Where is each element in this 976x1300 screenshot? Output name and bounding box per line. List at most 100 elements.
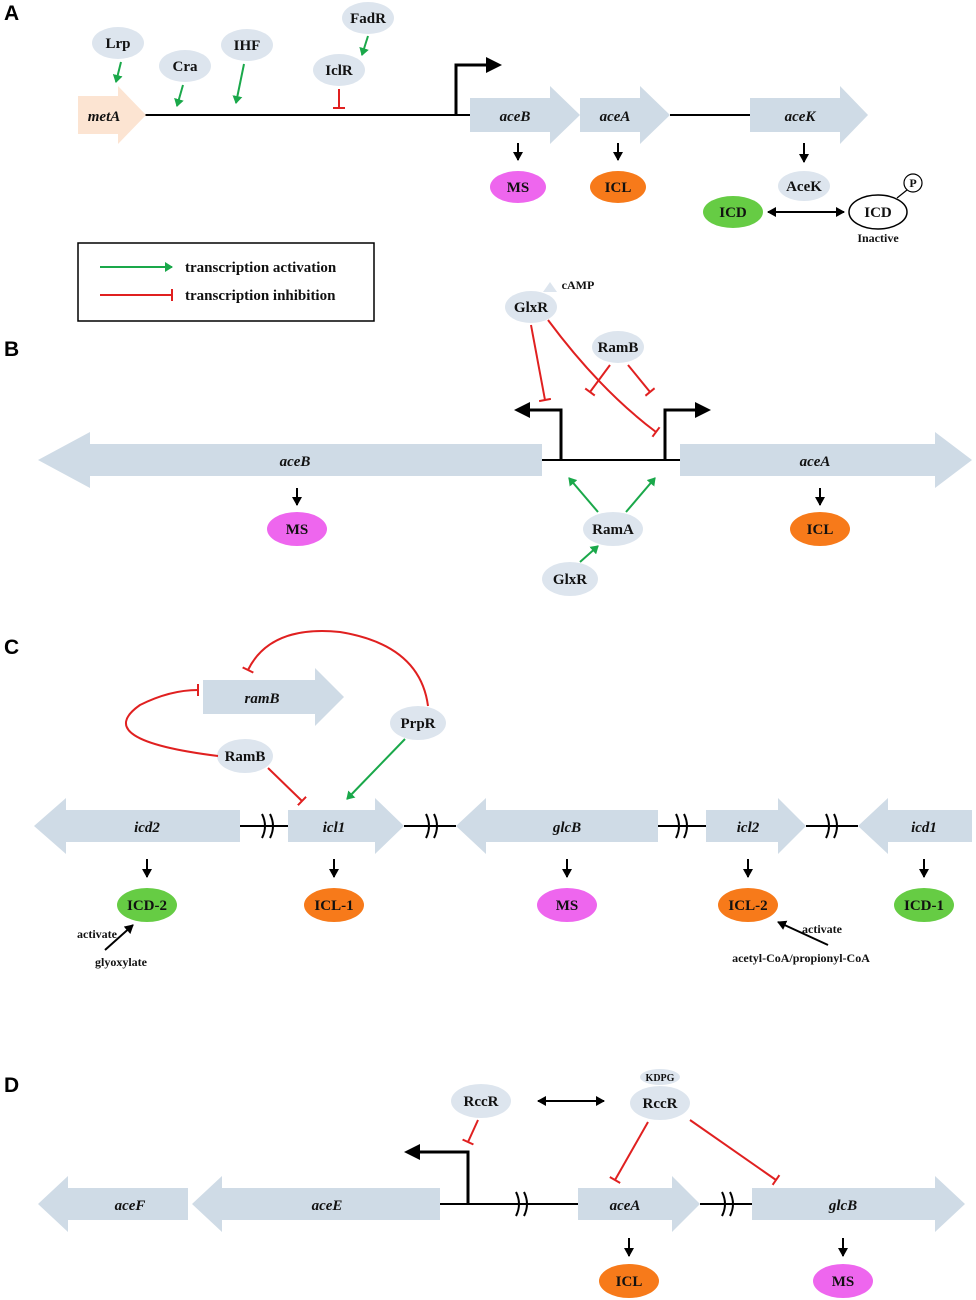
inhibition-arrow bbox=[530, 324, 552, 403]
camp-shape bbox=[543, 282, 557, 292]
inhibition-arrow bbox=[125, 683, 219, 757]
promoter-arrow-right bbox=[663, 408, 697, 460]
protein-acek-label: AceK bbox=[786, 179, 822, 195]
protein-icd-active bbox=[703, 196, 763, 228]
protein-ms bbox=[537, 888, 597, 922]
promoter-arrow-left bbox=[528, 408, 563, 460]
protein-icd-inactive bbox=[848, 194, 908, 230]
activation-arrow bbox=[112, 61, 123, 83]
gene-meta-label: metA bbox=[88, 109, 121, 125]
gene-acef-arrow bbox=[38, 1176, 188, 1232]
regulator-cra-label: Cra bbox=[173, 59, 198, 75]
panel-a: A metA aceB aceA aceK Lrp Cra IHF FadR I… bbox=[4, 2, 923, 245]
regulator-iclr bbox=[313, 54, 365, 86]
regulator-rccr-left-label: RccR bbox=[464, 1094, 499, 1110]
regulator-glxr-top-label: GlxR bbox=[514, 300, 548, 316]
legend-inhibition-label: transcription inhibition bbox=[185, 288, 336, 304]
promoter-arrowhead-left bbox=[514, 402, 530, 418]
protein-icd-active-label: ICD bbox=[719, 205, 747, 221]
kdpg-label: KDPG bbox=[646, 1073, 675, 1084]
gene-glcb-arrow bbox=[456, 798, 658, 854]
gene-aceb-arrow bbox=[470, 86, 580, 144]
gene-meta-arrow bbox=[78, 86, 146, 144]
gene-acea-arrow bbox=[578, 1176, 700, 1232]
legend-box bbox=[77, 242, 375, 322]
activate-note-right: activate bbox=[802, 922, 843, 936]
gene-icl1-label: icl1 bbox=[323, 820, 346, 836]
promoter-arrow bbox=[454, 63, 490, 115]
protein-icd2 bbox=[117, 888, 177, 922]
sequence-break-icon bbox=[825, 813, 838, 839]
protein-icl2 bbox=[718, 888, 778, 922]
regulator-iclr-label: IclR bbox=[325, 63, 353, 79]
inhibition-arrow bbox=[462, 1119, 479, 1146]
protein-icd1 bbox=[894, 888, 954, 922]
gene-acea-arrow bbox=[580, 86, 670, 144]
inhibition-arrow bbox=[689, 1119, 781, 1186]
gene-acek-label: aceK bbox=[785, 109, 817, 125]
allosteric-arrow bbox=[104, 924, 134, 951]
activation-arrow bbox=[346, 738, 406, 800]
protein-icl1 bbox=[304, 888, 364, 922]
inhibition-arrow bbox=[627, 364, 656, 397]
regulator-fadr bbox=[342, 2, 394, 34]
protein-ms bbox=[813, 1264, 873, 1298]
phosphate-icon bbox=[903, 173, 923, 193]
regulator-rama-label: RamA bbox=[592, 522, 634, 538]
gene-aceb-arrow bbox=[38, 432, 542, 488]
gene-icl1-arrow bbox=[288, 798, 404, 854]
regulator-ramb bbox=[592, 331, 644, 363]
sequence-break-icon bbox=[515, 1191, 528, 1217]
panel-d: D aceF aceE aceA glcB RccR RccR KDPG bbox=[4, 1069, 965, 1298]
regulator-ihf-label: IHF bbox=[234, 38, 261, 54]
panel-b: B aceB aceA GlxR cAMP RamB RamA GlxR bbox=[4, 278, 972, 596]
kdpg-shape bbox=[640, 1069, 680, 1085]
gene-glcb-arrow bbox=[752, 1176, 965, 1232]
gene-acea-label: aceA bbox=[610, 1198, 641, 1214]
regulator-ramb-label: RamB bbox=[598, 340, 639, 356]
panel-letter-b: B bbox=[4, 338, 19, 361]
activation-arrow bbox=[579, 545, 599, 563]
regulator-prpr bbox=[390, 706, 446, 740]
gene-icl2-arrow bbox=[706, 798, 806, 854]
protein-icd-inactive-label: ICD bbox=[864, 205, 892, 221]
protein-ms-label: MS bbox=[556, 898, 579, 914]
regulator-rama bbox=[583, 512, 643, 546]
gene-acef-label: aceF bbox=[115, 1198, 146, 1214]
legend-activation-label: transcription activation bbox=[185, 260, 337, 276]
inhibition-arrow bbox=[584, 364, 611, 397]
regulator-glxr-bottom-label: GlxR bbox=[553, 572, 587, 588]
gene-acea-label: aceA bbox=[600, 109, 631, 125]
inhibition-arrow bbox=[609, 1121, 649, 1184]
gene-glcb-label: glcB bbox=[552, 820, 581, 836]
sequence-break-icon bbox=[721, 1191, 734, 1217]
regulator-prpr-label: PrpR bbox=[401, 716, 436, 732]
regulator-glxr-top bbox=[505, 291, 557, 323]
regulator-rccr-right bbox=[630, 1086, 690, 1120]
gene-acea-label: aceA bbox=[800, 454, 831, 470]
activation-arrow bbox=[359, 35, 369, 56]
promoter-arrowhead-right bbox=[695, 402, 711, 418]
protein-icl-label: ICL bbox=[616, 1274, 643, 1290]
regulator-lrp bbox=[92, 27, 144, 59]
phosphate-label: P bbox=[909, 176, 916, 190]
gene-aceb-label: aceB bbox=[500, 109, 531, 125]
protein-icl-label: ICL bbox=[605, 180, 632, 196]
activate-note-left: activate bbox=[77, 927, 118, 941]
regulator-cra bbox=[159, 50, 211, 82]
regulator-lrp-label: Lrp bbox=[105, 36, 130, 52]
regulator-fadr-label: FadR bbox=[350, 11, 386, 27]
gene-ramb-arrow bbox=[203, 668, 344, 726]
gene-ramb-label: ramB bbox=[244, 691, 279, 707]
gene-acee-label: aceE bbox=[312, 1198, 343, 1214]
panel-letter-a: A bbox=[4, 2, 19, 25]
protein-icl bbox=[790, 512, 850, 546]
protein-icl bbox=[599, 1264, 659, 1298]
protein-ms bbox=[267, 512, 327, 546]
protein-icl1-label: ICL-1 bbox=[314, 898, 353, 914]
inhibition-arrow bbox=[547, 319, 661, 438]
gene-glcb-label: glcB bbox=[828, 1198, 857, 1214]
gene-icd1-arrow bbox=[858, 798, 972, 854]
protein-ms bbox=[490, 171, 546, 203]
